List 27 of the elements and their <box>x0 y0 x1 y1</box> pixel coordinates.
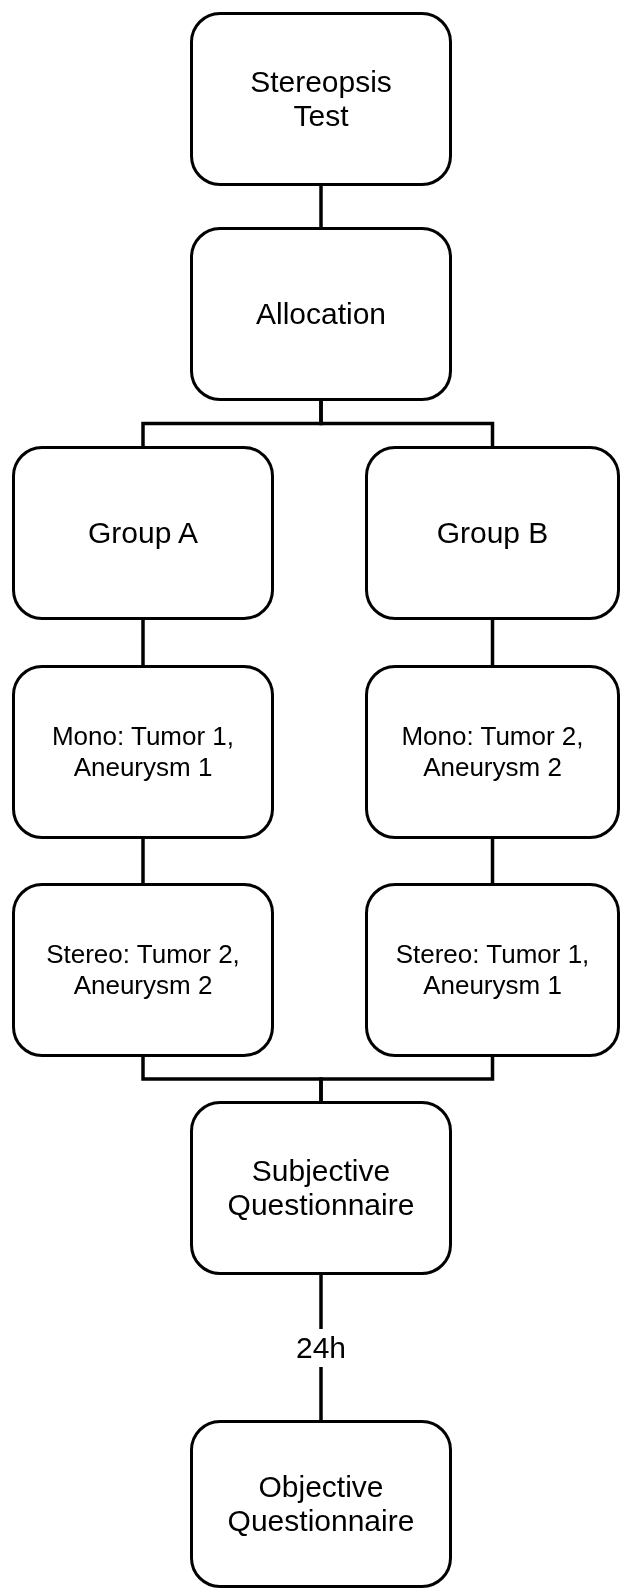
box-text: Mono: Tumor 2, Aneurysm 2 <box>400 721 585 783</box>
box-text: Group A <box>87 516 199 550</box>
process-box <box>190 1420 452 1588</box>
process-box <box>190 12 452 186</box>
connector-line <box>141 620 145 665</box>
connector-line <box>319 1057 495 1101</box>
box-text: Subjective Questionnaire <box>226 1154 416 1222</box>
process-box <box>190 1101 452 1275</box>
box-text: Stereo: Tumor 1, Aneurysm 1 <box>394 939 591 1001</box>
process-box <box>12 446 274 620</box>
process-box <box>365 883 620 1057</box>
connector-line <box>319 186 323 227</box>
process-box <box>365 446 620 620</box>
connector-line <box>141 839 145 883</box>
box-text: Mono: Tumor 1, Aneurysm 1 <box>50 721 236 783</box>
box-text: Group B <box>436 516 549 550</box>
box-text: Stereo: Tumor 2, Aneurysm 2 <box>45 939 241 1001</box>
connector-line <box>490 620 495 665</box>
box-text: Stereopsis Test <box>249 65 393 133</box>
process-box <box>365 665 620 839</box>
process-box <box>12 883 274 1057</box>
connector-line <box>490 839 495 883</box>
process-box <box>190 227 452 401</box>
box-text: Allocation <box>255 297 387 331</box>
box-text: Objective Questionnaire <box>226 1470 416 1538</box>
process-box <box>12 665 274 839</box>
connector-line <box>319 401 495 446</box>
